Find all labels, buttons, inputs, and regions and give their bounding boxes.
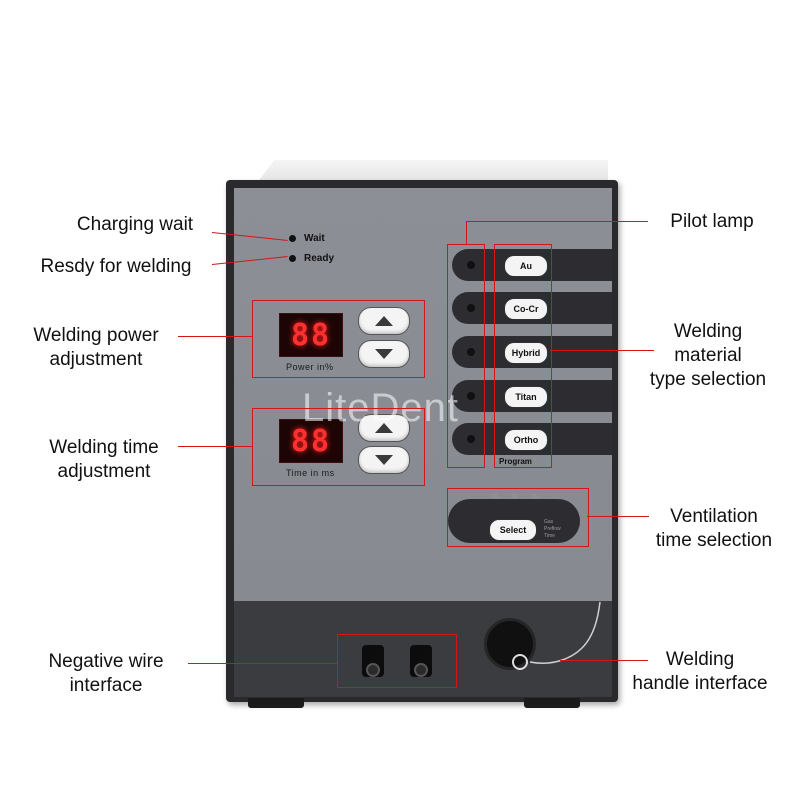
label-ready-for-welding: Resdy for welding	[40, 256, 192, 277]
vent-side-text: Preflow	[544, 526, 561, 532]
program-button-co-cr[interactable]: Co-Cr	[504, 298, 548, 320]
vent-side-text: Time	[544, 533, 555, 539]
label-material-3: type selection	[649, 369, 767, 390]
handle-wire	[529, 601, 601, 664]
label-handle-2: handle interface	[632, 673, 768, 694]
arrow-up-icon	[375, 316, 393, 326]
arrow-up-icon	[375, 423, 393, 433]
negative-jack-left[interactable]	[362, 645, 384, 677]
jack-hole	[366, 663, 380, 677]
label-negative-wire-1: Negative wire	[48, 651, 164, 672]
label-welding-time-1: Welding time	[49, 437, 159, 458]
ventilation-box	[447, 488, 589, 547]
vent-number: 15	[532, 494, 538, 500]
vent-number: 5.5	[491, 494, 498, 500]
power-display-value: 88	[290, 317, 332, 353]
label-ventilation-2: time selection	[655, 530, 773, 551]
power-up-button[interactable]	[358, 307, 410, 335]
device-foot-left	[248, 698, 304, 708]
negative-wire-box	[337, 634, 457, 688]
arrow-down-icon	[375, 349, 393, 359]
handle-wire-ring	[512, 654, 528, 670]
ready-indicator-label: Ready	[304, 253, 335, 264]
label-welding-time-2: adjustment	[57, 461, 151, 482]
vent-number: 10	[512, 494, 518, 500]
time-display-value: 88	[290, 423, 332, 459]
label-material-1: Welding	[673, 321, 743, 342]
program-button-ortho[interactable]: Ortho	[504, 429, 548, 451]
wait-indicator-led	[289, 235, 296, 242]
leader-pilot-vertical	[466, 221, 467, 244]
pilot-lamp-led	[467, 348, 475, 356]
vent-side-text: Gas	[544, 519, 554, 525]
leader-negative	[188, 663, 337, 664]
negative-jack-right[interactable]	[410, 645, 432, 677]
time-adjust-box	[252, 408, 425, 486]
label-negative-wire-2: interface	[69, 675, 143, 696]
ready-indicator-led	[289, 255, 296, 262]
label-handle-1: Welding	[665, 649, 735, 670]
material-box	[494, 244, 552, 468]
pilot-lamp-led	[467, 392, 475, 400]
label-material-2: material	[674, 345, 742, 366]
pilot-lamp-led	[467, 435, 475, 443]
leader-ventilation	[587, 516, 649, 517]
pilot-lamp-led	[467, 261, 475, 269]
label-ventilation-1: Ventilation	[670, 506, 758, 527]
label-welding-power-1: Welding power	[33, 325, 159, 346]
program-label: Program	[499, 457, 532, 466]
welding-handle-connector[interactable]	[484, 618, 536, 670]
time-display-label: Time in ms	[286, 468, 335, 478]
leader-material	[550, 350, 654, 351]
jack-hole	[414, 663, 428, 677]
program-button-hybrid[interactable]: Hybrid	[504, 342, 548, 364]
time-display: 88	[279, 419, 343, 463]
ventilation-select-button[interactable]: Select	[489, 519, 537, 541]
leader-pilot-horizontal	[466, 221, 648, 222]
label-pilot-lamp: Pilot lamp	[670, 211, 754, 232]
arrow-down-icon	[375, 455, 393, 465]
device-foot-right	[524, 698, 580, 708]
leader-handle	[560, 660, 648, 661]
pilot-lamp-led	[467, 304, 475, 312]
power-adjust-box	[252, 300, 425, 378]
leader-time	[178, 446, 252, 447]
wait-indicator-label: Wait	[304, 233, 325, 244]
power-display-label: Power in%	[286, 362, 334, 372]
label-welding-power-2: adjustment	[49, 349, 143, 370]
label-charging-wait: Charging wait	[76, 214, 194, 235]
power-down-button[interactable]	[358, 340, 410, 368]
time-down-button[interactable]	[358, 446, 410, 474]
program-button-titan[interactable]: Titan	[504, 386, 548, 408]
program-button-au[interactable]: Au	[504, 255, 548, 277]
power-display: 88	[279, 313, 343, 357]
pilot-lamp-box	[447, 244, 485, 468]
time-up-button[interactable]	[358, 414, 410, 442]
leader-power	[178, 336, 252, 337]
